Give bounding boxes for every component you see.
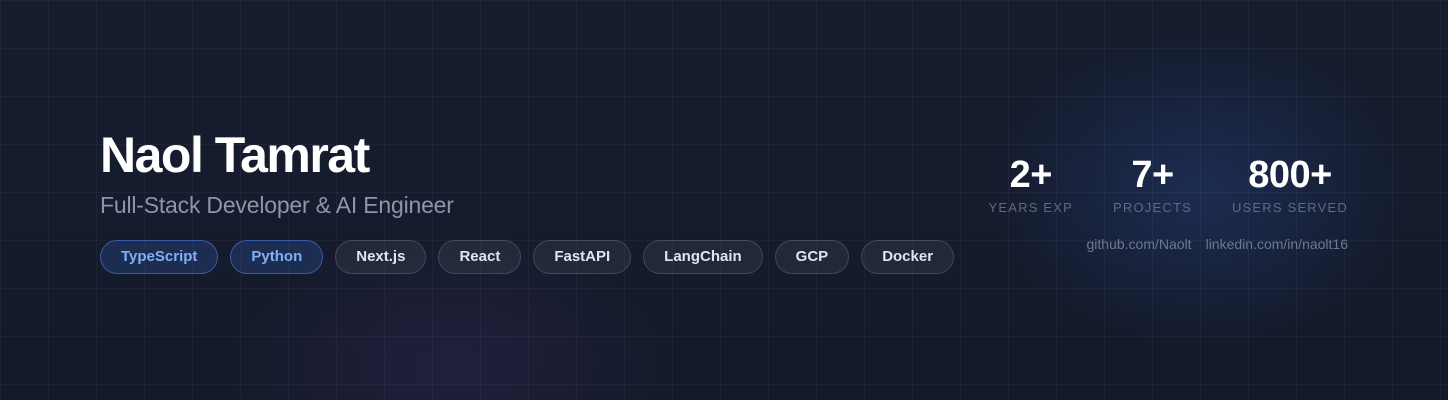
stats-row: 2+ YEARS EXP 7+ PROJECTS 800+ USERS SERV… (989, 152, 1348, 216)
github-link[interactable]: github.com/Naolt (1086, 236, 1192, 252)
skill-chip-react: React (438, 240, 522, 274)
stat-value: 7+ (1131, 154, 1174, 196)
profile-intro: Naol Tamrat Full-Stack Developer & AI En… (100, 126, 955, 274)
skill-chip-list: TypeScript Python Next.js React FastAPI … (100, 240, 955, 274)
stat-value: 800+ (1248, 154, 1332, 196)
linkedin-link[interactable]: linkedin.com/in/naolt16 (1205, 236, 1348, 252)
profile-stats-panel: 2+ YEARS EXP 7+ PROJECTS 800+ USERS SERV… (989, 152, 1348, 252)
stat-years-exp: 2+ YEARS EXP (989, 152, 1074, 216)
skill-chip-nextjs: Next.js (335, 240, 427, 274)
skill-chip-fastapi: FastAPI (533, 240, 632, 274)
profile-links: github.com/Naolt linkedin.com/in/naolt16 (989, 236, 1348, 252)
stat-label: PROJECTS (1113, 200, 1192, 215)
stat-projects: 7+ PROJECTS (1113, 152, 1192, 216)
stat-value: 2+ (1009, 154, 1053, 196)
profile-name: Naol Tamrat (100, 127, 370, 183)
skill-chip-docker: Docker (861, 240, 955, 274)
skill-chip-typescript: TypeScript (100, 240, 219, 274)
stat-label: YEARS EXP (988, 200, 1074, 215)
profile-title: Full-Stack Developer & AI Engineer (100, 192, 454, 218)
stat-users-served: 800+ USERS SERVED (1232, 152, 1348, 216)
stat-label: USERS SERVED (1231, 200, 1348, 215)
skill-chip-langchain: LangChain (643, 240, 763, 274)
skill-chip-gcp: GCP (774, 240, 850, 274)
skill-chip-python: Python (230, 240, 324, 274)
